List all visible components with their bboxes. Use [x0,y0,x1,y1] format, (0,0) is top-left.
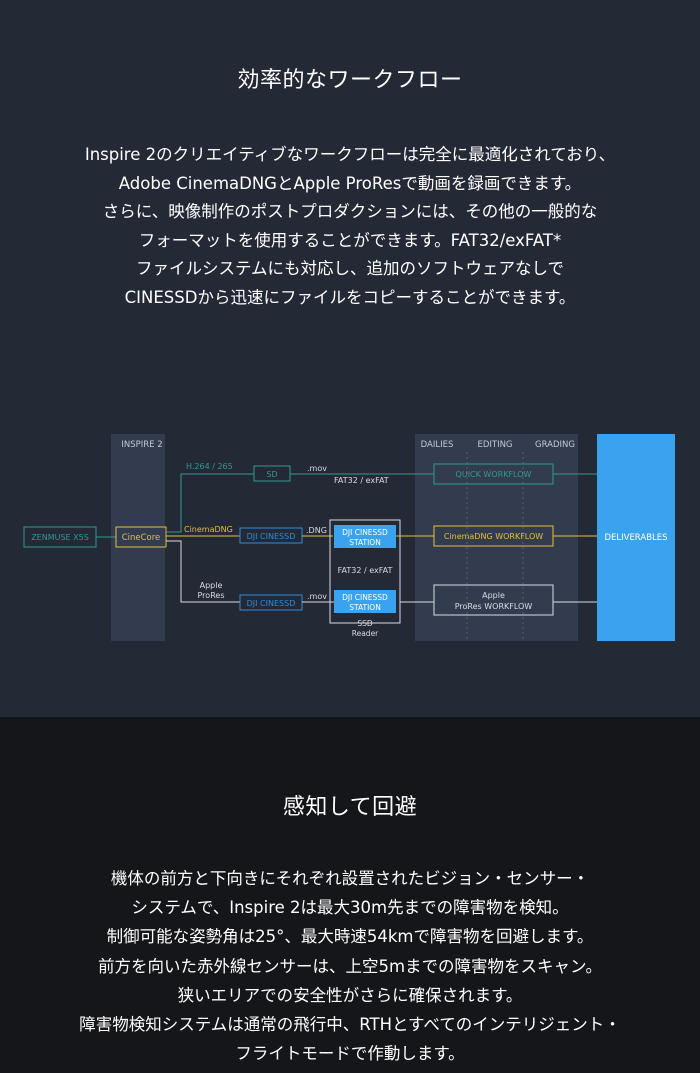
workflow-line: Adobe CinemaDNGとApple ProResで動画を録画できます。 [118,173,582,193]
workflow-paragraph: Inspire 2のクリエイティブなワークフローは完全に最適化されており、 Ad… [0,141,700,312]
prores-path [166,540,240,603]
workflow-line: フォーマットを使用することができます。FAT32/exFAT* [138,230,562,250]
h264-label: H.264 / 265 [186,462,233,471]
zenmuse-label: ZENMUSE X5S [31,533,89,542]
dji-cinessd-label-2: DJI CINESSD [247,599,296,608]
station-label-2b: STATION [349,603,381,612]
ssd-reader-label-1: SSD [357,619,373,628]
cinemadng-workflow-label: CinemaDNG WORKFLOW [444,532,543,541]
inspire-column [111,434,165,641]
cinecore-label: CineCore [122,533,161,543]
prores-workflow-label-2: ProRes WORKFLOW [455,602,533,611]
post-column [415,434,578,641]
fat-label-2: FAT32 / exFAT [338,566,393,575]
obstacle-line: 狭いエリアでの安全性がさらに確保されます。 [177,985,523,1005]
fat-label-1: FAT32 / exFAT [334,476,389,485]
ssd-reader-label-2: Reader [352,629,379,638]
obstacle-line: 障害物検知システムは通常の飛行中、RTHとすべてのインテリジェント・ [79,1014,621,1034]
workflow-diagram: INSPIRE 2 DAILIES EDITING GRADING ZENMUS… [23,434,675,641]
stage-editing: EDITING [477,440,512,450]
prores-workflow-label-1: Apple [482,591,505,600]
ssd-reader-frame [329,519,401,624]
deliverables-label: DELIVERABLES [604,533,667,543]
workflow-line: Inspire 2のクリエイティブなワークフローは完全に最適化されており、 [84,145,616,164]
mov-label-1: .mov [307,464,327,473]
station-label-1b: STATION [349,538,381,547]
apple-label-1: Apple [200,581,223,590]
workflow-title: 効率的なワークフロー [237,68,463,93]
obstacle-section: 感知して回避 機体の前方と下向きにそれぞれ設置されたビジョン・センサー・ システ… [0,717,700,1073]
dji-cinessd-label-1: DJI CINESSD [247,532,296,541]
stage-grading: GRADING [535,440,575,450]
prores-workflow-box [433,584,554,616]
obstacle-line: システムで、Inspire 2は最大30m先までの障害物を検知。 [131,898,569,918]
station-label-1a: DJI CINESSD [342,528,388,537]
stage-dailies: DAILIES [421,440,454,450]
mov-label-2: .mov [307,592,327,601]
apple-label-2: ProRes [198,591,225,600]
obstacle-line: フライトモードで作動します。 [235,1044,465,1064]
workflow-line: さらに、映像制作のポストプロダクションには、その他の一般的な [102,202,598,221]
obstacle-line: 前方を向いた赤外線センサーは、上空5mまでの障害物をスキャン。 [97,956,603,976]
obstacle-line: 機体の前方と下向きにそれぞれ設置されたビジョン・センサー・ [110,869,590,888]
station-box-2 [334,590,396,613]
quick-workflow-label: QUICK WORKFLOW [456,470,532,479]
workflow-section: 効率的なワークフロー Inspire 2のクリエイティブなワークフローは完全に最… [0,0,700,717]
workflow-line: ファイルシステムにも対応し、追加のソフトウェアなしで [135,259,564,278]
deliverables-box [597,434,675,641]
cinemadng-label: CinemaDNG [184,525,233,534]
obstacle-title: 感知して回避 [282,795,418,820]
h264-path [166,473,254,533]
dng-label: .DNG [306,526,327,535]
workflow-line: CINESSDから迅速にファイルをコピーすることができます。 [124,287,576,307]
station-label-2a: DJI CINESSD [342,593,388,602]
obstacle-line: 制御可能な姿勢角は25°、最大時速54kmで障害物を回避します。 [106,927,594,947]
obstacle-paragraph: 機体の前方と下向きにそれぞれ設置されたビジョン・センサー・ システムで、Insp… [0,864,700,1068]
station-box-1 [334,525,396,548]
sd-label: SD [266,470,277,479]
inspire-label: INSPIRE 2 [121,440,162,450]
cinecore-box [115,526,167,548]
